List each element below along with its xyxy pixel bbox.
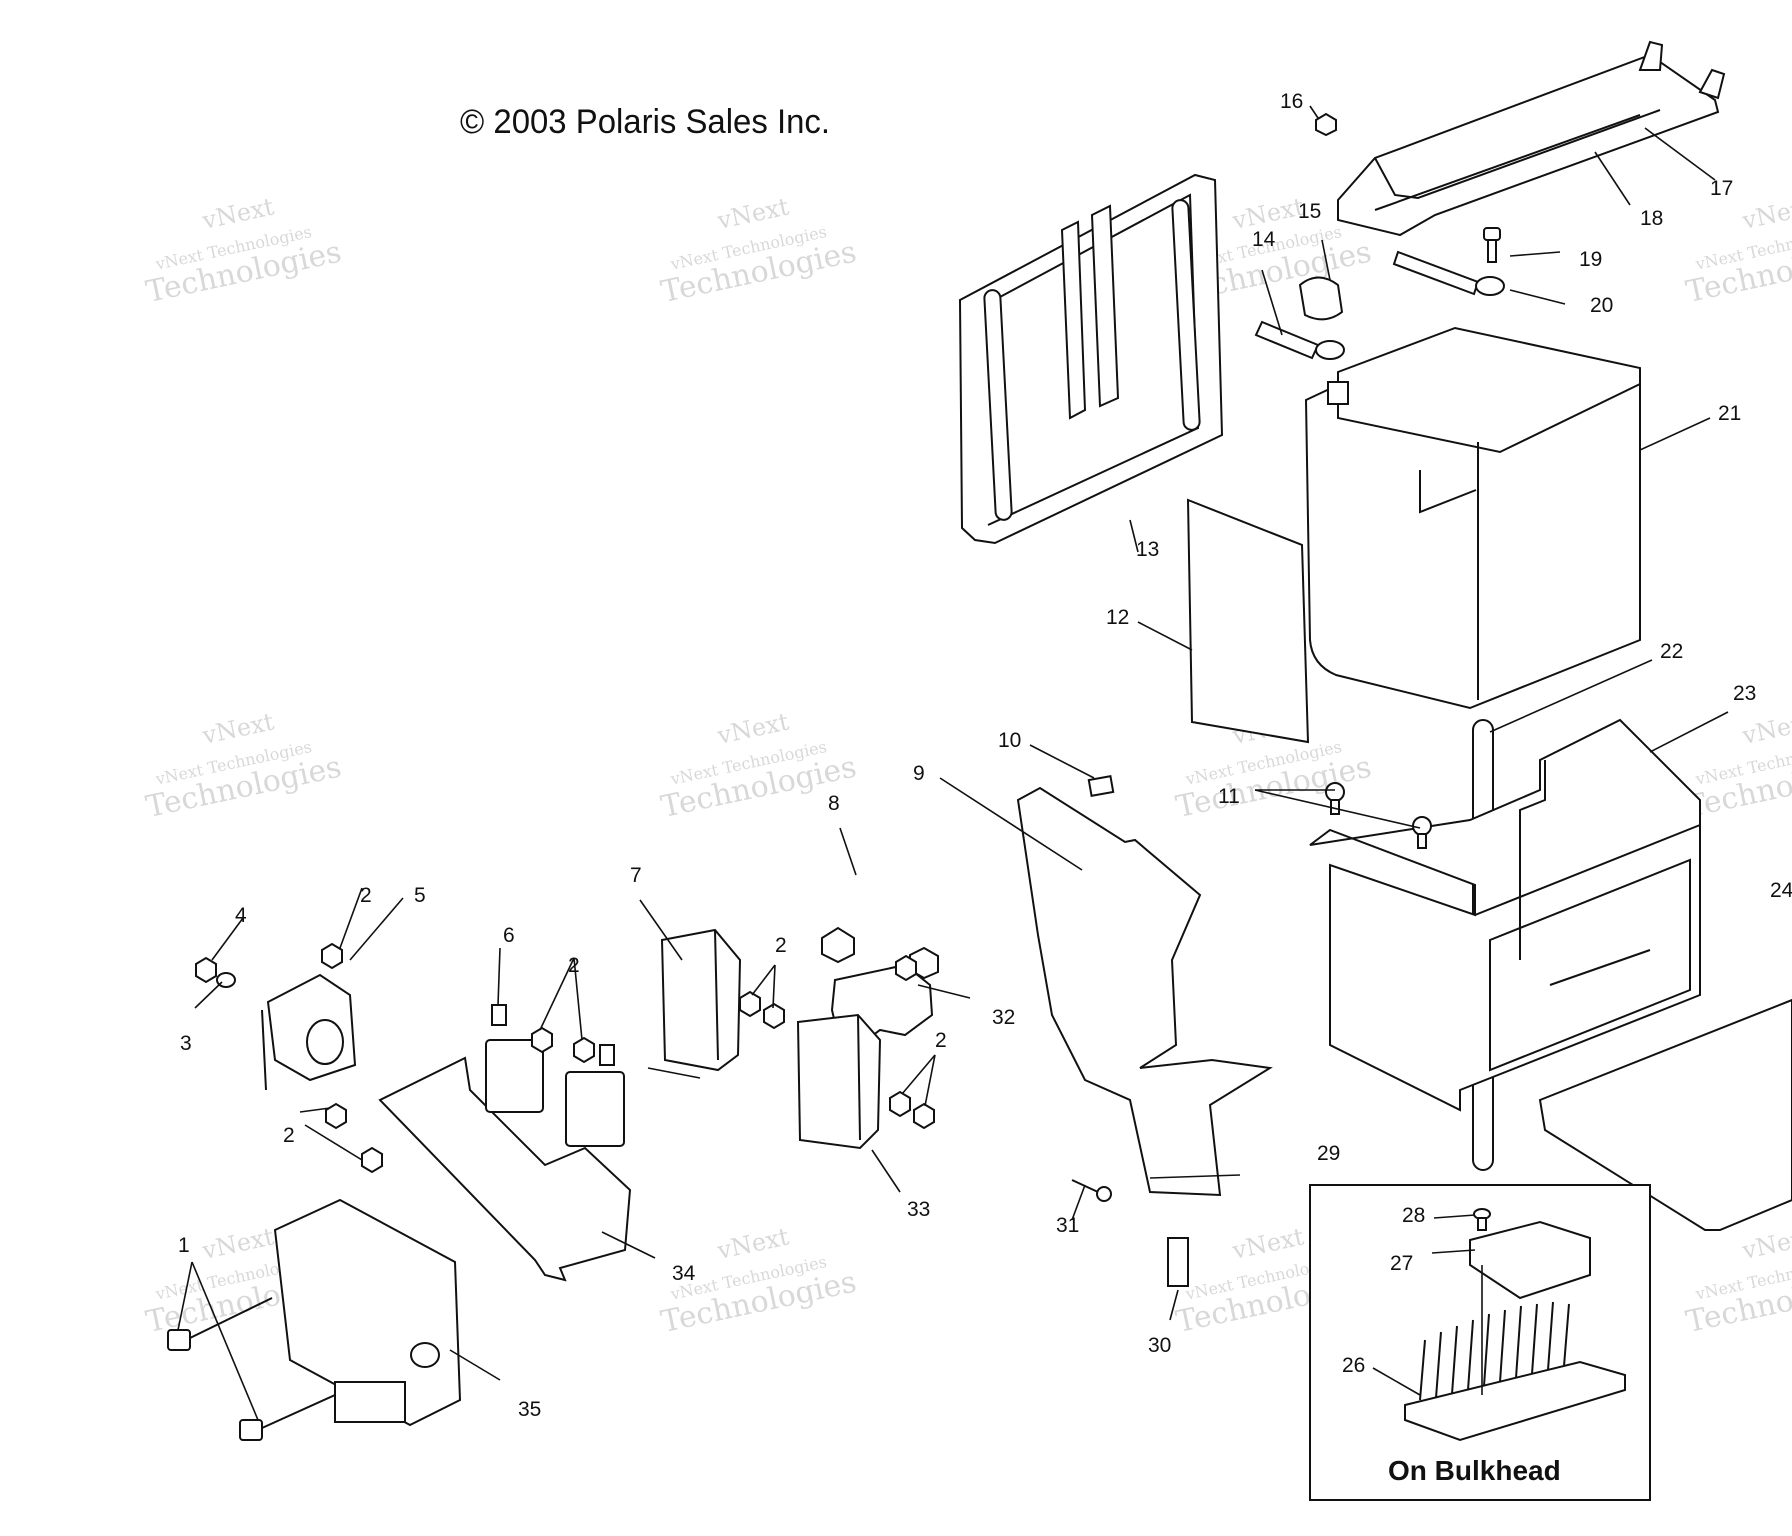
callout-24: 24 <box>1770 879 1792 902</box>
callout-11: 11 <box>1218 785 1240 808</box>
callout-5: 5 <box>414 884 426 907</box>
nuts-small <box>195 942 935 1174</box>
callout-2: 2 <box>283 1124 295 1147</box>
callout-2: 2 <box>775 934 787 957</box>
callout-17: 17 <box>1710 177 1733 200</box>
bolt-19 <box>1483 227 1501 263</box>
callout-1: 1 <box>178 1234 190 1257</box>
watermark-tile: vNext vNext Technologies Technologies <box>1683 192 1792 310</box>
callout-35: 35 <box>518 1398 541 1421</box>
module-7 <box>660 928 742 1072</box>
watermark-tile: vNext vNext Technologies Technologies <box>1683 1222 1792 1340</box>
svg-text:vNext: vNext <box>1739 707 1792 750</box>
svg-text:vNext: vNext <box>199 1222 277 1265</box>
svg-text:vNext: vNext <box>714 192 792 235</box>
leader-lines <box>177 105 1729 1421</box>
callout-33: 33 <box>907 1198 930 1221</box>
inset-caption: On Bulkhead <box>1388 1455 1561 1486</box>
svg-text:vNext: vNext <box>714 707 792 750</box>
callout-2: 2 <box>568 954 580 977</box>
callout-21: 21 <box>1718 402 1741 425</box>
svg-text:vNext: vNext <box>1739 192 1792 235</box>
svg-text:vNext: vNext <box>1229 1222 1307 1265</box>
callout-26: 26 <box>1342 1354 1365 1377</box>
callout-31: 31 <box>1056 1214 1079 1237</box>
callout-30: 30 <box>1148 1334 1171 1357</box>
watermark-tile: vNext vNext Technologies Technologies <box>143 707 344 825</box>
cable-20 <box>1392 250 1505 296</box>
clip-10 <box>1087 775 1115 797</box>
bracket-34 <box>378 1056 632 1282</box>
pin-31 <box>1071 1179 1112 1202</box>
callout-4: 4 <box>235 904 247 927</box>
terminal-boot-15 <box>1298 276 1344 321</box>
bolts-1 <box>167 1297 336 1441</box>
callout-9: 9 <box>913 762 925 785</box>
battery-box-23 <box>1309 718 1701 1112</box>
solenoid-5 <box>261 973 357 1091</box>
inset-on-bulkhead: On Bulkhead <box>1309 1184 1651 1501</box>
callout-15: 15 <box>1298 200 1321 223</box>
relays-6 <box>485 1004 625 1147</box>
module-33 <box>796 1013 882 1150</box>
cable-14 <box>1254 320 1345 360</box>
callout-13: 13 <box>1136 538 1159 561</box>
callout-20: 20 <box>1590 294 1613 317</box>
watermark-tile: vNext vNext Technologies Technologies <box>143 192 344 310</box>
callout-6: 6 <box>503 924 515 947</box>
callout-2: 2 <box>360 884 372 907</box>
callout-3: 3 <box>180 1032 192 1055</box>
screw-28 <box>1473 1208 1491 1231</box>
callout-29: 29 <box>1317 1142 1340 1165</box>
callout-22: 22 <box>1660 640 1683 663</box>
callout-8: 8 <box>828 792 840 815</box>
svg-text:vNext: vNext <box>1739 1222 1792 1265</box>
fuse-30 <box>1167 1237 1189 1287</box>
control-unit-35 <box>273 1198 462 1427</box>
copyright-text: © 2003 Polaris Sales Inc. <box>460 103 830 141</box>
bottom-plate-24 <box>1538 998 1792 1231</box>
mounting-plate-29 <box>1016 786 1273 1197</box>
svg-text:vNext: vNext <box>199 707 277 750</box>
callout-10: 10 <box>998 729 1021 752</box>
callout-28: 28 <box>1402 1204 1425 1227</box>
callout-27: 27 <box>1390 1252 1413 1275</box>
heat-sink-26 <box>1404 1301 1626 1442</box>
battery-pad-12 <box>1186 498 1310 744</box>
callout-18: 18 <box>1640 207 1663 230</box>
callout-34: 34 <box>672 1262 696 1285</box>
callout-32: 32 <box>992 1006 1015 1029</box>
top-bracket <box>1337 40 1726 237</box>
callout-14: 14 <box>1252 228 1276 251</box>
watermark-tile: vNext vNext Technologies Technologies <box>658 192 859 310</box>
callout-23: 23 <box>1733 682 1756 705</box>
callout-16: 16 <box>1280 90 1303 113</box>
callout-7: 7 <box>630 864 642 887</box>
callout-12: 12 <box>1106 606 1129 629</box>
battery-21 <box>1304 326 1641 710</box>
screws-11 <box>1325 782 1432 849</box>
callout-labels: 1 2 2 2 2 2 3 4 5 6 7 8 9 10 11 12 13 14… <box>178 90 1792 1421</box>
svg-text:vNext: vNext <box>714 1222 792 1265</box>
watermark-text-1: vNext <box>199 192 277 235</box>
battery-cover-13 <box>958 173 1224 545</box>
callout-2: 2 <box>935 1029 947 1052</box>
nut-16 <box>1315 112 1337 137</box>
callout-19: 19 <box>1579 248 1602 271</box>
